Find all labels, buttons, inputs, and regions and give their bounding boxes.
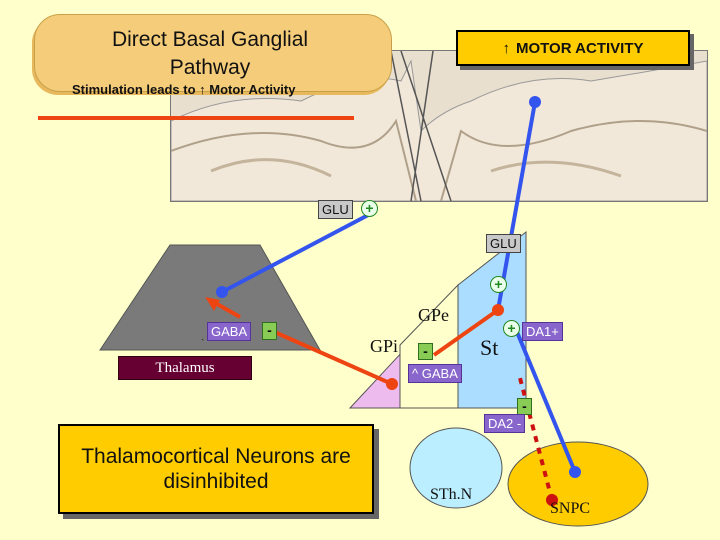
gaba-gpi-text: GABA — [421, 366, 458, 381]
minus-da2-icon: - — [517, 398, 532, 415]
title-line-1: Direct Basal Ganglial — [111, 28, 309, 51]
title-text: Direct Basal Ganglial Pathway — [60, 26, 360, 82]
title-bubble — [34, 14, 392, 92]
gpi-label: GPi — [370, 336, 399, 356]
thalamocortical-text: Thalamocortical Neurons are disinhibited — [81, 445, 351, 493]
thalamocortical-box: Thalamocortical Neurons are disinhibited — [58, 424, 374, 514]
motor-activity-box: ↑ MOTOR ACTIVITY — [456, 30, 690, 66]
up-arrow-icon: ↑ — [502, 39, 511, 57]
red-striatum-neuron-body — [492, 304, 504, 316]
st-region — [457, 230, 527, 409]
red-gpi-thalamus-line — [269, 328, 393, 386]
red-thalamus-arrowhead — [205, 297, 220, 311]
da1-label: DA1+ — [522, 322, 563, 341]
subtitle: Stimulation leads to ↑ Motor Activity — [72, 82, 296, 97]
title-line-2: Pathway — [169, 56, 251, 79]
sthn-region — [409, 427, 503, 509]
brain-section-image — [170, 50, 708, 202]
tick-mark: ˏ — [201, 330, 205, 341]
minus-gpi-icon: - — [418, 343, 433, 360]
brain-section-drawing — [170, 50, 708, 202]
glu-lower-label: GLU — [486, 234, 521, 253]
dopamine-neuron-body — [546, 494, 558, 506]
gpe-label: GPe — [418, 305, 449, 325]
thalamus-label: Thalamus — [118, 356, 252, 380]
gaba-thalamus-label: GABA — [207, 322, 252, 341]
blue-cortex-thalamus-line — [221, 211, 373, 294]
plus-striatum-icon: + — [490, 276, 507, 293]
plus-upper-icon: + — [361, 200, 378, 217]
plus-da1-icon: + — [503, 320, 520, 337]
motor-activity-label: MOTOR ACTIVITY — [516, 39, 644, 57]
sthn-label: STh.N — [430, 486, 473, 503]
gaba-gpi-label: ^ GABA — [408, 364, 462, 383]
snpc-label: SNPC — [550, 500, 591, 517]
blue-neuron-body — [529, 96, 541, 108]
red-striatum-gpi-line — [432, 308, 500, 357]
st-label: St — [480, 335, 499, 360]
glu-upper-label: GLU — [318, 200, 353, 219]
blue-cortex-striatum-line — [496, 101, 537, 311]
minus-thalamus-icon: - — [262, 322, 277, 340]
red-gpi-neuron-body — [386, 378, 398, 390]
blue-snpc-line — [515, 331, 577, 473]
blue-snpc-neuron-body — [569, 466, 581, 478]
blue-thalamus-neuron-body — [216, 286, 228, 298]
caret-mark: ^ — [412, 366, 419, 381]
dopamine-dashed-line — [518, 377, 554, 501]
da2-label: DA2 - — [484, 414, 526, 433]
